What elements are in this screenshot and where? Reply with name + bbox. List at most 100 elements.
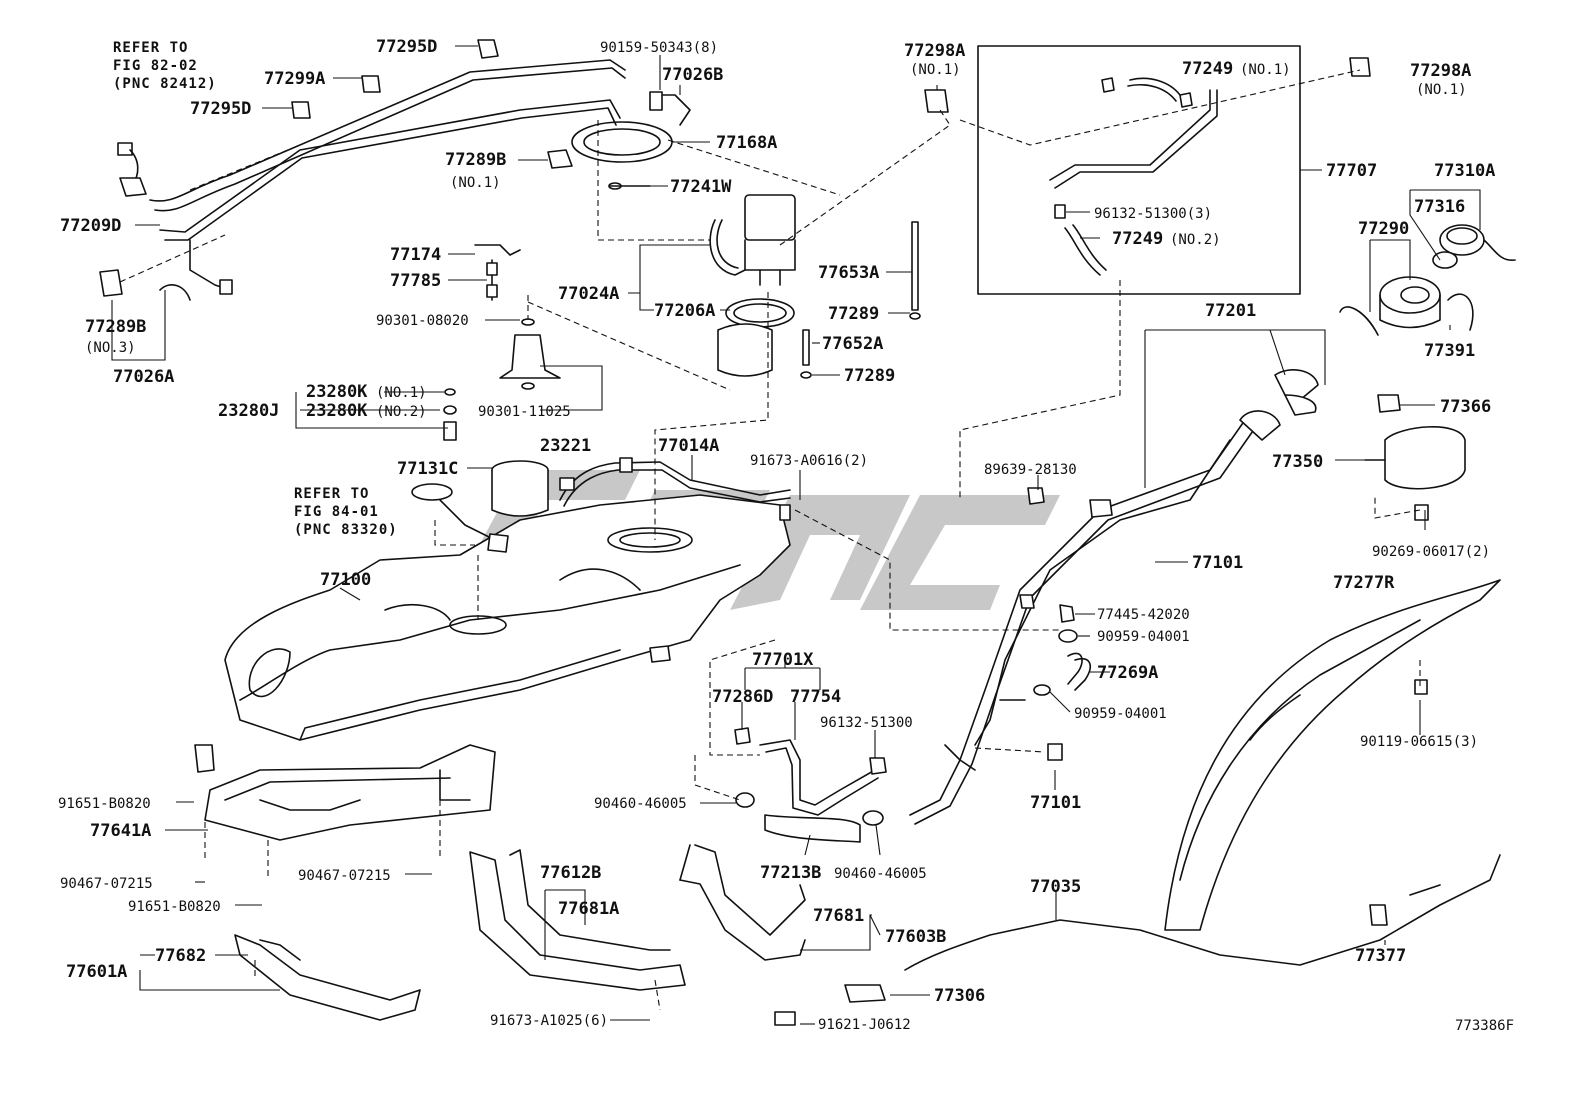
label-77014A: 77014A — [658, 436, 719, 456]
label-77201: 77201 — [1205, 301, 1256, 321]
vent-tube-box — [977, 45, 1301, 295]
label-77174: 77174 — [390, 245, 441, 265]
label-no1-b: (NO.1) — [376, 385, 427, 401]
label-77682: 77682 — [155, 946, 206, 966]
ref-fig84-line2: FIG 84-01 — [294, 504, 379, 520]
label-77286D: 77286D — [712, 687, 773, 707]
label-77035: 77035 — [1030, 877, 1081, 897]
label-23221: 23221 — [540, 436, 591, 456]
label-77306: 77306 — [934, 986, 985, 1006]
label-77391: 77391 — [1424, 341, 1475, 361]
gauge-sender-23280 — [443, 388, 457, 441]
label-77100: 77100 — [320, 570, 371, 590]
label-96132-51300-3: 96132-51300(3) — [1094, 206, 1212, 222]
label-90301-08020: 90301-08020 — [376, 313, 469, 329]
label-90119-06615: 90119-06615(3) — [1360, 734, 1478, 750]
clip-icon — [99, 269, 123, 297]
label-77295D-b: 77295D — [190, 99, 251, 119]
label-77366: 77366 — [1440, 397, 1491, 417]
label-90460-46005-b: 90460-46005 — [834, 866, 927, 882]
connector-icon — [219, 279, 233, 295]
label-77289-b: 77289 — [844, 366, 895, 386]
rod-77652A-icon — [802, 329, 810, 366]
fuel-return-tube — [559, 457, 791, 521]
label-23280K-no1: 23280K — [306, 382, 368, 402]
tank-protector-77641A — [194, 744, 496, 841]
label-91673-A0616: 91673-A0616(2) — [750, 453, 868, 469]
ref-fig84-line3: (PNC 83320) — [294, 522, 398, 538]
label-96132-51300: 96132-51300 — [820, 715, 913, 731]
label-77131C: 77131C — [397, 459, 458, 479]
clip-89639-icon — [1027, 487, 1045, 505]
label-no2-a: (NO.2) — [376, 404, 427, 420]
ref-fig82-line1: REFER TO — [113, 40, 188, 56]
clip-77298A-left-icon — [924, 89, 949, 113]
label-77652A: 77652A — [822, 334, 883, 354]
label-91621-J0612: 91621-J0612 — [818, 1017, 911, 1033]
release-cable-77035 — [774, 854, 1501, 1026]
tank-band-77682 — [234, 934, 421, 1021]
ref-fig84-line1: REFER TO — [294, 486, 369, 502]
diagram-code: 773386F — [1455, 1018, 1514, 1034]
label-90467-07215-b: 90467-07215 — [298, 868, 391, 884]
label-no3: (NO.3) — [85, 340, 136, 356]
label-77289B-no1: 77289B — [445, 150, 506, 170]
tank-band-77612B — [469, 849, 686, 991]
label-no1-e: (NO.1) — [1416, 82, 1467, 98]
label-77298A-right: 77298A — [1410, 61, 1471, 81]
label-77707: 77707 — [1326, 161, 1377, 181]
clip-77289B-icon — [547, 149, 573, 169]
clamp-icon — [119, 177, 147, 197]
label-77249-no1: 77249 — [1182, 59, 1233, 79]
reference-dashes — [119, 69, 1421, 1011]
label-77316: 77316 — [1414, 197, 1465, 217]
clamp-77295D-b-icon — [291, 101, 311, 119]
label-91651-B0820-a: 91651-B0820 — [58, 796, 151, 812]
label-77681A: 77681A — [558, 899, 619, 919]
fuel-filter — [717, 298, 795, 377]
fuel-tube-assembly — [99, 39, 626, 301]
label-23280K-no2: 23280K — [306, 401, 368, 421]
latch-77306-icon — [844, 984, 886, 1003]
fuel-suction-plate — [499, 318, 561, 390]
label-91673-A1025: 91673-A1025(6) — [490, 1013, 608, 1029]
label-90467-07215-a: 90467-07215 — [60, 876, 153, 892]
label-90959-04001-b: 90959-04001 — [1074, 706, 1167, 722]
label-77290: 77290 — [1358, 219, 1409, 239]
label-no2-b: (NO.2) — [1170, 232, 1221, 248]
opener-77377-icon — [1369, 904, 1388, 926]
label-no1-d: (NO.1) — [1240, 62, 1291, 78]
fender-liner-77277R — [1164, 579, 1501, 931]
label-77249-no2: 77249 — [1112, 229, 1163, 249]
label-77026B: 77026B — [662, 65, 723, 85]
label-90460-46005-a: 90460-46005 — [594, 796, 687, 812]
label-77601A: 77601A — [66, 962, 127, 982]
part-labels: REFER TO FIG 82-02 (PNC 82412) REFER TO … — [58, 37, 1514, 1034]
label-77277R: 77277R — [1333, 573, 1395, 593]
sender-gauge — [474, 244, 521, 301]
label-77299A: 77299A — [264, 69, 325, 89]
label-77168A: 77168A — [716, 133, 777, 153]
label-77206A: 77206A — [654, 301, 715, 321]
label-77101-a: 77101 — [1192, 553, 1243, 573]
label-77377: 77377 — [1355, 946, 1406, 966]
ref-fig82-line2: FIG 82-02 — [113, 58, 198, 74]
fuel-lid-77350 — [1364, 394, 1466, 521]
fuel-tank — [224, 494, 791, 741]
label-77612B: 77612B — [540, 863, 601, 883]
hose-77269A — [1033, 604, 1091, 696]
label-no1-c: (NO.1) — [910, 62, 961, 78]
label-89639-28130: 89639-28130 — [984, 462, 1077, 478]
label-77310A: 77310A — [1434, 161, 1495, 181]
label-77785: 77785 — [390, 271, 441, 291]
label-no1-a: (NO.1) — [450, 175, 501, 191]
label-77295D-a: 77295D — [376, 37, 437, 57]
leader-lines — [111, 45, 1481, 1025]
label-77289-a: 77289 — [828, 304, 879, 324]
sub-tank-77131C — [491, 460, 549, 517]
label-90159-50343: 90159-50343(8) — [600, 40, 718, 56]
label-77681: 77681 — [813, 906, 864, 926]
label-77701X: 77701X — [752, 650, 814, 670]
label-90959-04001-a: 90959-04001 — [1097, 629, 1190, 645]
